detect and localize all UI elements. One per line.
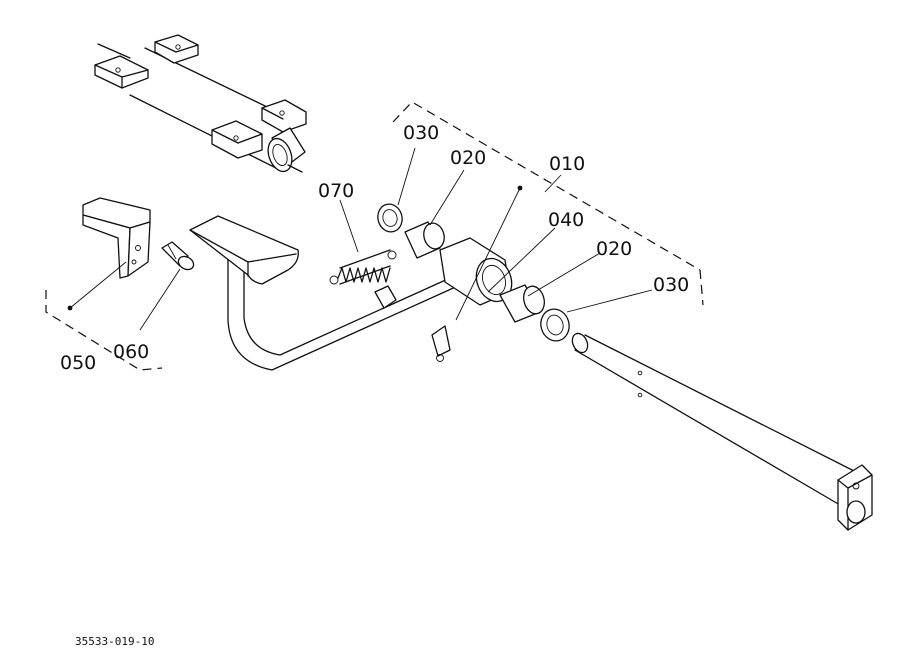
pedal-hub bbox=[431, 185, 523, 362]
bolt-060 bbox=[139, 241, 195, 331]
label-070: 070 bbox=[318, 180, 354, 202]
bushing-020-left bbox=[404, 221, 445, 259]
label-050: 050 bbox=[60, 352, 96, 374]
callout-labels: 030 020 010 070 040 020 030 060 050 bbox=[60, 122, 689, 374]
brake-pedal bbox=[189, 215, 461, 371]
group-bracket-050 bbox=[45, 290, 163, 371]
spring-070 bbox=[329, 249, 397, 285]
label-040: 040 bbox=[548, 209, 584, 231]
drawing-code: 35533-019-10 bbox=[75, 635, 154, 648]
label-020-right: 020 bbox=[596, 238, 632, 260]
label-030-right: 030 bbox=[653, 274, 689, 296]
frame-bracket bbox=[94, 34, 307, 173]
seal-030-right bbox=[540, 308, 570, 342]
label-060: 060 bbox=[113, 341, 149, 363]
bushing-020-right bbox=[499, 284, 545, 323]
group-bracket-010 bbox=[392, 101, 704, 306]
label-010: 010 bbox=[549, 153, 585, 175]
label-030-left: 030 bbox=[403, 122, 439, 144]
leader-lines bbox=[339, 147, 653, 313]
pedal-shaft bbox=[571, 332, 873, 531]
pedal-stopper-050 bbox=[67, 197, 151, 311]
bushing-030-left bbox=[377, 203, 403, 233]
label-020-left: 020 bbox=[450, 147, 486, 169]
